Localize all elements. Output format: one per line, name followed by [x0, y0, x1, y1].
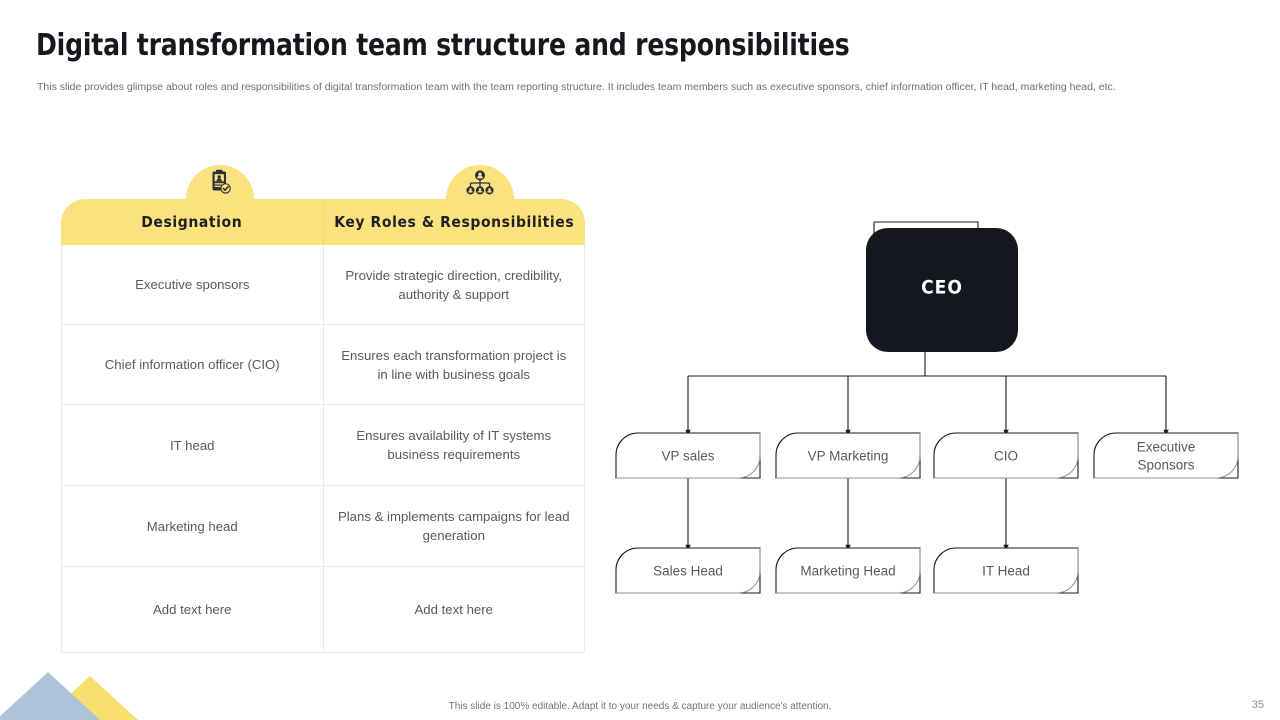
page-title: Digital transformation team structure an… — [36, 28, 850, 63]
hatch-decoration — [1118, 0, 1280, 60]
org-node-ceo[interactable]: CEO — [866, 221, 1018, 352]
node-label: IT Head — [982, 564, 1030, 579]
table-row: IT head Ensures availability of IT syste… — [62, 405, 584, 486]
ceo-box — [866, 228, 1018, 352]
node-label-line2: Sponsors — [1137, 458, 1194, 473]
cell-responsibility: Plans & implements campaigns for lead ge… — [322, 486, 585, 566]
cell-designation: Add text here — [153, 602, 232, 617]
table-row: Marketing head Plans & implements campai… — [62, 486, 584, 567]
node-label: VP Marketing — [808, 449, 889, 464]
page-subtitle: This slide provides glimpse about roles … — [37, 81, 1116, 93]
cell-responsibility: Ensures each transformation project is i… — [322, 325, 585, 404]
node-inner-curve — [616, 548, 761, 594]
column-header-responsibilities: Key Roles & Responsibilities — [322, 199, 586, 245]
responsibilities-table: Designation Key Roles & Responsibilities… — [61, 165, 585, 653]
table-header-row: Designation Key Roles & Responsibilities — [61, 199, 585, 245]
cell-responsibility: Provide strategic direction, credibility… — [322, 245, 585, 324]
cell-responsibility: Add text here — [322, 567, 585, 652]
cell-designation: Marketing head — [146, 518, 238, 534]
node-label: Sales Head — [653, 564, 723, 579]
column-header-designation: Designation — [141, 213, 243, 231]
triangles-decoration — [0, 658, 150, 720]
table-icon-badges — [61, 154, 585, 199]
node-label-line1: Executive — [1137, 440, 1196, 455]
table-row: Executive sponsors Provide strategic dir… — [62, 245, 584, 325]
node-label: VP sales — [661, 449, 714, 464]
org-chart: CEO VP sales VP Marketing CIO — [600, 200, 1260, 620]
org-node-cio[interactable]: CIO — [933, 432, 1079, 479]
cell-designation: Executive sponsors — [135, 277, 250, 292]
org-node-vp-sales[interactable]: VP sales — [615, 432, 761, 479]
node-inner-curve — [1094, 433, 1239, 479]
org-node-it-head[interactable]: IT Head — [933, 547, 1079, 594]
cell-designation: IT head — [170, 437, 215, 453]
cell-designation: Chief information officer (CIO) — [104, 357, 280, 372]
clipboard-badge-icon — [186, 165, 254, 199]
node-label: Marketing Head — [800, 564, 895, 579]
cell-responsibility: Ensures availability of IT systems busin… — [322, 405, 585, 485]
org-node-sales-head[interactable]: Sales Head — [615, 547, 761, 594]
table-body: Executive sponsors Provide strategic dir… — [61, 245, 585, 653]
org-node-vp-marketing[interactable]: VP Marketing — [775, 432, 921, 479]
ceo-label: CEO — [921, 277, 963, 299]
table-row: Chief information officer (CIO) Ensures … — [62, 325, 584, 405]
node-inner-curve — [934, 548, 1079, 594]
node-inner-curve — [776, 433, 921, 479]
node-label: CIO — [994, 449, 1018, 464]
org-node-executive-sponsors[interactable]: Executive Sponsors — [1093, 432, 1239, 479]
footer-note: This slide is 100% editable. Adapt it to… — [448, 701, 832, 712]
triangle-blue — [0, 672, 100, 720]
page-number: 35 — [1251, 699, 1264, 711]
node-inner-curve — [616, 433, 761, 479]
org-hierarchy-icon — [446, 165, 514, 199]
org-node-marketing-head[interactable]: Marketing Head — [775, 547, 921, 594]
node-inner-curve — [934, 433, 1079, 479]
node-inner-curve — [776, 548, 921, 594]
table-row: Add text here Add text here — [62, 567, 584, 652]
